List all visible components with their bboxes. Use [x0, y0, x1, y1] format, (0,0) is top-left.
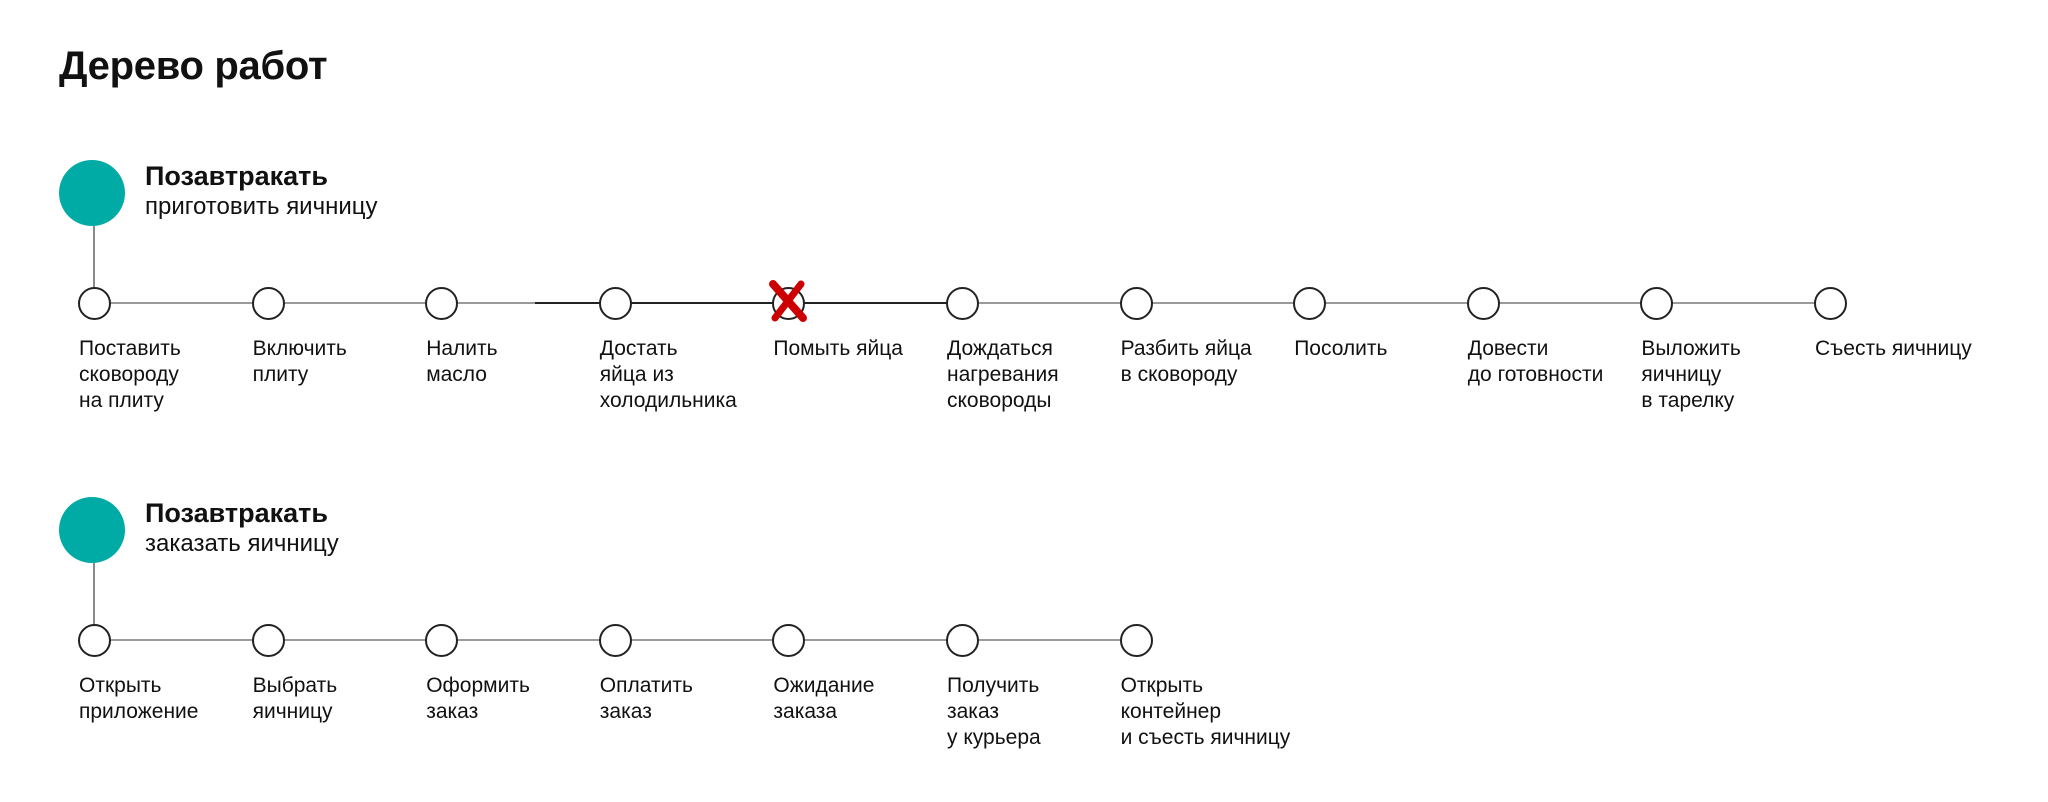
step-label: Оплатить заказ: [599, 674, 693, 723]
step-node[interactable]: [251, 624, 285, 657]
root-connector-line: [93, 563, 95, 640]
step-label: Поставить сковороду на плиту: [79, 337, 181, 412]
work-tree-order: Позавтракать заказать яичницу Открыть пр…: [0, 497, 2048, 797]
step-label: Съесть яичницу: [1815, 337, 1972, 360]
step-label: Получить заказ у курьера: [947, 674, 1041, 749]
step-node[interactable]: [1640, 287, 1674, 320]
root-title: Позавтракать: [145, 161, 328, 191]
timeline-line-highlight: [534, 302, 962, 304]
step-label: Разбить яйца в сковороду: [1120, 337, 1252, 386]
step-node[interactable]: [946, 287, 979, 320]
step-node[interactable]: [78, 624, 111, 657]
step-node[interactable]: [1466, 287, 1500, 320]
step-node[interactable]: [1814, 287, 1847, 320]
step-label: Выложить яичницу в тарелку: [1641, 337, 1741, 412]
step-node[interactable]: [598, 287, 632, 320]
step-label: Посолить: [1294, 337, 1388, 360]
step-label: Ожидание заказа: [773, 674, 875, 723]
step-node[interactable]: [1293, 287, 1327, 320]
root-node[interactable]: [59, 497, 125, 563]
step-label: Открыть контейнер и съесть яичницу: [1120, 674, 1291, 749]
step-label: Достать яйца из холодильника: [599, 337, 737, 412]
root-subtitle: заказать яичницу: [145, 530, 339, 557]
step-node[interactable]: [772, 624, 806, 657]
root-connector-line: [93, 226, 95, 303]
step-label: Открыть приложение: [79, 674, 199, 723]
work-tree-cook: Позавтракать приготовить яичницу Постави…: [0, 160, 2048, 460]
step-node[interactable]: [598, 624, 632, 657]
step-label: Оформить заказ: [426, 674, 530, 723]
step-node[interactable]: [946, 624, 979, 657]
step-node[interactable]: [425, 287, 459, 320]
step-node[interactable]: [1119, 287, 1153, 320]
step-node[interactable]: [251, 287, 285, 320]
root-node[interactable]: [59, 160, 125, 226]
step-label: Дождаться нагревания сковороды: [947, 337, 1059, 412]
step-node[interactable]: [78, 287, 111, 320]
root-title: Позавтракать: [145, 498, 328, 528]
step-node[interactable]: [1119, 624, 1153, 657]
step-node[interactable]: [425, 624, 459, 657]
page-title: Дерево работ: [59, 44, 328, 88]
step-label: Помыть яйца: [773, 337, 903, 360]
step-label: Довести до готовности: [1467, 337, 1604, 386]
cross-icon: [769, 280, 808, 322]
step-label: Включить плиту: [252, 337, 347, 386]
root-subtitle: приготовить яичницу: [145, 193, 378, 220]
step-label: Налить масло: [426, 337, 498, 386]
step-label: Выбрать яичницу: [252, 674, 338, 723]
